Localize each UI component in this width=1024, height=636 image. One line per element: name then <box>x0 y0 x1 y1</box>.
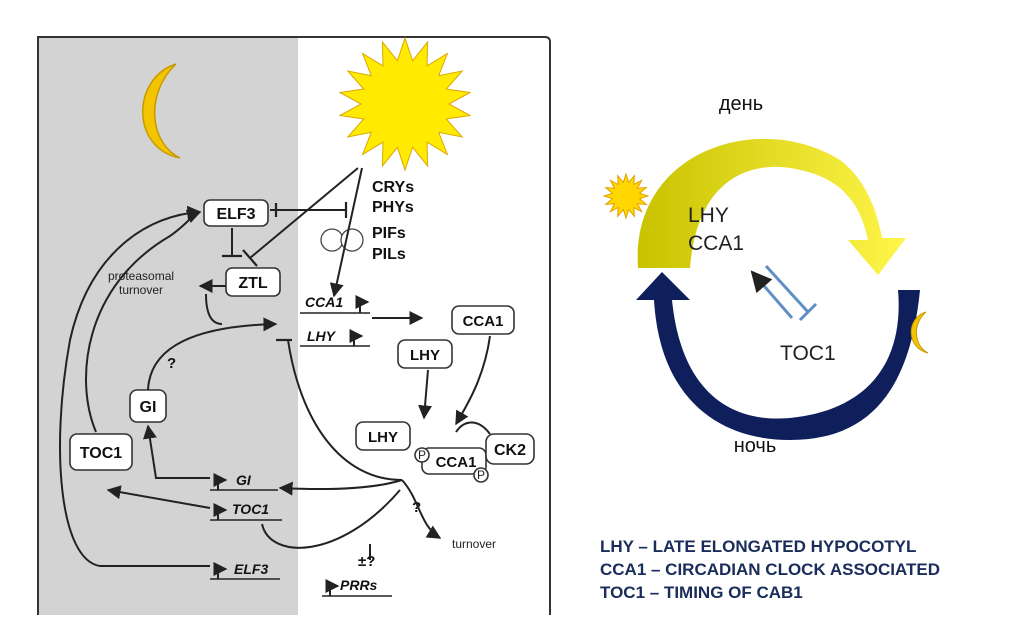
cca1-lhy-repression-line <box>287 339 403 481</box>
moon-icon <box>142 63 181 159</box>
night-label: ночь <box>734 435 777 457</box>
turnover-label-1: turnover <box>119 283 163 297</box>
toc1-activates-arrow <box>750 270 794 319</box>
light-inhibits-ztl <box>249 167 359 259</box>
cca1-to-complex-arrow <box>455 335 491 426</box>
ck2-box <box>485 433 535 465</box>
toc1-protein: TOC1 <box>80 445 122 462</box>
gi-promoter-arrow <box>213 473 228 490</box>
day-label: день <box>719 93 763 115</box>
sun-icon <box>338 36 472 172</box>
pif-circle <box>320 228 344 252</box>
phosphate-circle <box>473 467 489 483</box>
abbreviation-legend: LHY – LATE ELONGATED HYPOCOTYL CCA1 – CI… <box>600 537 940 602</box>
gi-gene-to-gi-arrow <box>142 424 210 479</box>
phosphate-label-1: P <box>418 448 426 462</box>
diagram-frame <box>37 36 551 615</box>
prrs-gene: PRRs <box>340 577 378 593</box>
ck2-protein: CK2 <box>494 442 526 459</box>
pils-label: PILs <box>372 246 406 263</box>
question-mark-2: ? <box>412 499 421 516</box>
lhy-box <box>397 339 453 369</box>
toc1-promoter-arrow <box>213 503 228 520</box>
phosphate-label-2: P <box>477 468 485 482</box>
phosphate-circle <box>414 447 430 463</box>
legend-line: LHY – LATE ELONGATED HYPOCOTYL <box>600 537 916 556</box>
lhy-promoter-arrow <box>349 329 364 346</box>
lhy-phospho-box <box>355 421 411 451</box>
ztl-to-turnover-branch <box>205 293 223 325</box>
cca1-phospho-protein: CCA1 <box>436 454 477 471</box>
toc1-repression-line <box>261 489 401 549</box>
toc1-box <box>69 433 133 471</box>
ck2-phosphorylation-line <box>455 421 491 435</box>
legend-line: CCA1 – CIRCADIAN CLOCK ASSOCIATED <box>600 560 940 579</box>
inhibit-bar <box>798 302 818 322</box>
toc1-gene-to-toc1-arrow <box>106 485 211 509</box>
sun-icon <box>602 172 650 220</box>
toc1-label: TOC1 <box>780 342 836 365</box>
lhy-to-complex-arrow <box>418 369 433 420</box>
circadian-cycle: день ночь LHY CCA1 TOC1 <box>602 93 929 457</box>
elf3-promoter-arrow <box>213 562 228 579</box>
elf3-box <box>203 199 269 227</box>
lhy-protein: LHY <box>410 347 440 364</box>
ztl-protein: ZTL <box>238 275 268 292</box>
cca1-promoter-arrow <box>355 295 370 313</box>
lhy-inhibits-toc1-line <box>764 264 810 314</box>
toc1-gene: TOC1 <box>232 501 269 517</box>
cca1-gene: CCA1 <box>305 294 343 310</box>
complex-to-gi-arrow <box>278 479 403 496</box>
turnover-label-2: turnover <box>452 537 496 551</box>
crys-label: CRYs <box>372 179 414 196</box>
gi-protein: GI <box>140 399 157 416</box>
phys-label: PHYs <box>372 199 414 216</box>
cca1-protein: CCA1 <box>463 313 504 330</box>
cca1-box <box>451 305 515 335</box>
elf3-gene-to-elf3-arrow <box>59 205 210 567</box>
toc1-to-elf3-arrow <box>85 209 202 433</box>
pifs-label: PIFs <box>372 225 406 242</box>
lhy-protein-2: LHY <box>368 429 398 446</box>
night-arc-arrow <box>636 272 920 440</box>
question-mark-1: ? <box>167 355 176 372</box>
lhy-label: LHY <box>688 204 729 227</box>
prrs-promoter-arrow <box>325 579 340 596</box>
elf3-protein: ELF3 <box>216 206 255 223</box>
gi-to-cca1-arrow <box>147 317 278 391</box>
ztl-box <box>225 267 281 297</box>
lhy-gene: LHY <box>307 328 337 344</box>
moon-icon <box>910 311 929 354</box>
light-to-cca1-arrow <box>329 167 363 298</box>
gi-gene: GI <box>236 472 252 488</box>
night-panel <box>38 37 298 615</box>
clock-diagram: ELF3 ZTL CCA1 LHY LHY CCA1 P P CK2 GI TO… <box>37 36 551 615</box>
inhibit-bar <box>242 249 258 267</box>
day-arc-arrow <box>637 138 906 275</box>
complex-turnover-arrow <box>401 479 442 539</box>
elf3-gene: ELF3 <box>234 561 268 577</box>
legend-line: TOC1 – TIMING OF CAB1 <box>600 583 803 602</box>
plus-minus-question: ±? <box>358 553 375 570</box>
cca1-label: CCA1 <box>688 232 744 255</box>
